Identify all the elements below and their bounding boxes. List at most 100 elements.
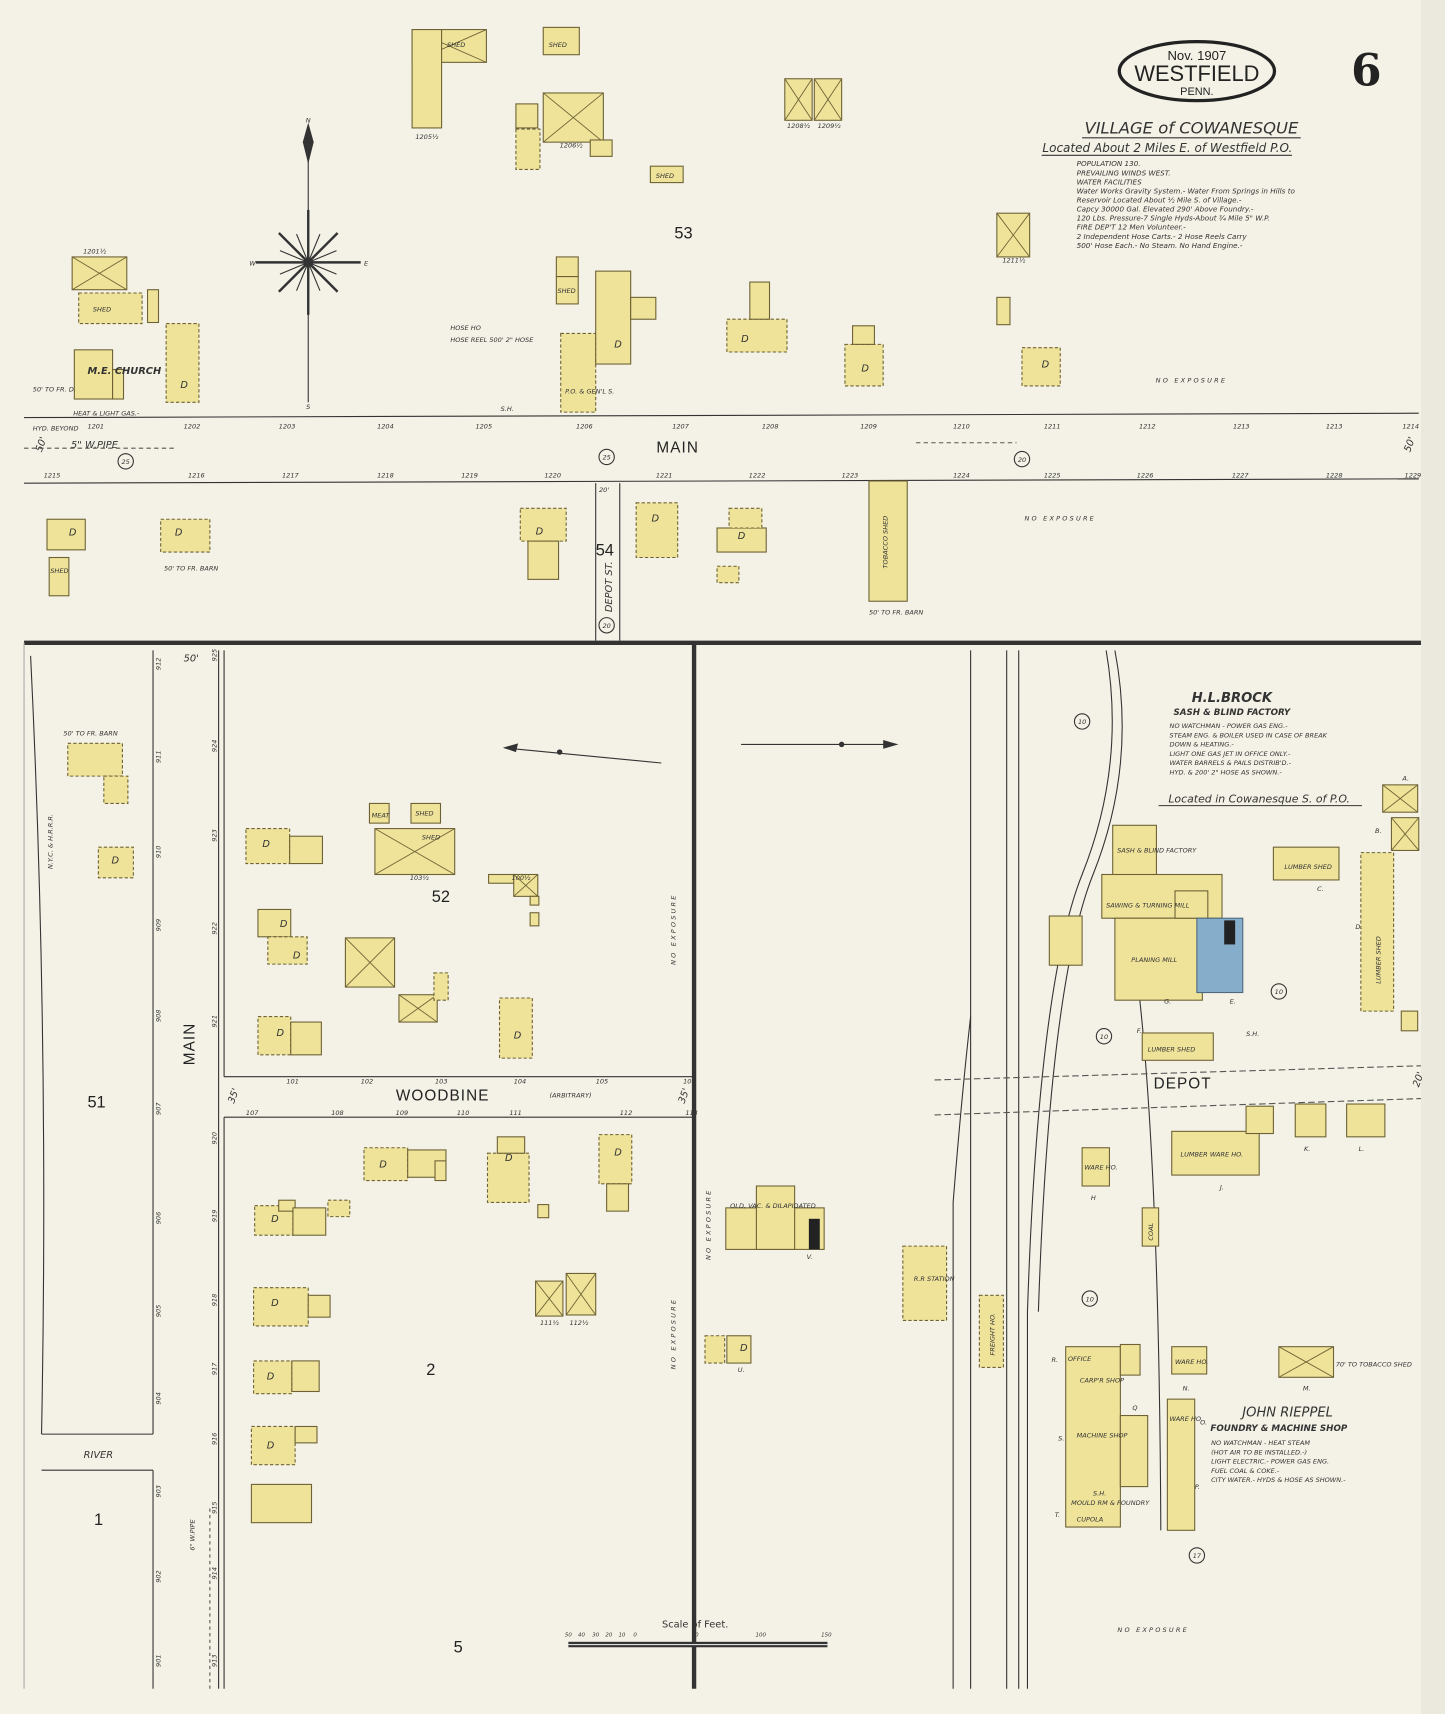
block-number: 52: [432, 888, 450, 906]
label-lumber-shed: LUMBER SHED: [1148, 1046, 1196, 1054]
block-number: 2: [426, 1361, 435, 1379]
building-footprint: [1141, 1207, 1160, 1247]
building: [527, 540, 560, 580]
building-footprint: [245, 828, 291, 865]
note-line: 120 Lbs. Pressure-7 Single Hyds-About ¾ …: [1077, 214, 1270, 223]
hydrant-circle-icon: [598, 448, 615, 466]
address-number: 1209: [860, 423, 877, 431]
building-letter: H: [1091, 1194, 1096, 1202]
scale-tick-label: 0: [633, 1632, 637, 1638]
label-hose-note: HOSE REEL 500' 2" HOSE: [450, 336, 534, 344]
address-number: 906: [155, 1212, 163, 1225]
main-street-south: MAIN 50' 6" W.PIPE: [152, 650, 220, 1689]
dwelling-mark: D: [741, 334, 749, 345]
hydrant-marker: 20: [598, 617, 615, 634]
building-tall-open: [374, 828, 456, 876]
building-letter: J.: [1218, 1183, 1224, 1191]
address-number: 1201: [87, 423, 104, 431]
street-note-arbitrary: (ARBITRARY): [549, 1091, 591, 1099]
building-footprint: [704, 1335, 726, 1364]
label-meat: MEAT: [372, 812, 391, 820]
label-ware-ho: WARE HO.: [1170, 1415, 1203, 1423]
rieppel-type: FOUNDRY & MACHINE SHOP: [1210, 1424, 1347, 1434]
label-sash-factory: SASH & BLIND FACTORY: [1117, 847, 1197, 855]
building-footprint: [515, 128, 541, 171]
building-tall-open: [1278, 1346, 1335, 1378]
building: [1272, 846, 1340, 881]
building-letter: S.: [1058, 1435, 1064, 1443]
block-numbers: 53 54 52 51 2 1 5: [87, 224, 692, 1656]
building-cross: [813, 78, 843, 121]
building-footprint: [73, 349, 114, 400]
building: [48, 556, 70, 597]
brock-location: Located in Cowanesque S. of P.O.: [1168, 792, 1350, 805]
scale-tick-label: 50: [565, 1632, 572, 1638]
building: [902, 1245, 948, 1321]
arrow-dot: [556, 749, 563, 755]
village-title: VILLAGE of COWANESQUE: [1085, 118, 1299, 137]
address-number: 915: [210, 1501, 218, 1514]
building-letter: M.: [1303, 1384, 1311, 1392]
building-footprint: [515, 103, 539, 129]
building-cross: [1382, 784, 1418, 813]
scale-tick-label: 50: [692, 1632, 699, 1638]
building-cross: [398, 994, 438, 1023]
hydrant-number: 25: [122, 458, 130, 466]
building-footprint: [1346, 1103, 1386, 1138]
label-carp-shop: CARP'R SHOP: [1080, 1377, 1124, 1385]
building-footprint: [1048, 915, 1083, 966]
building-footprint: [1065, 1346, 1121, 1528]
hydrant-number: 10: [1275, 988, 1283, 996]
building-footprint: [292, 1207, 327, 1236]
building-footprint: [728, 507, 763, 529]
dwelling-mark: D: [514, 1030, 522, 1041]
dwelling-mark: D: [280, 919, 288, 930]
building: [716, 565, 740, 584]
address-number: 1202: [184, 423, 201, 431]
note-line: 2 Independent Hose Carts.- 2 Hose Reels …: [1077, 232, 1248, 241]
dwelling-mark: D: [271, 1298, 279, 1309]
label-shed: SHED: [50, 567, 68, 575]
building: [844, 343, 884, 387]
building: [978, 1294, 1004, 1368]
building-footprint: [527, 540, 560, 580]
block-number: 54: [596, 541, 614, 559]
building: [78, 292, 143, 325]
building: [1021, 347, 1061, 387]
scale-tick-label: 150: [821, 1632, 832, 1638]
building: [606, 1183, 630, 1212]
address-number: 1229: [1405, 472, 1422, 480]
label-office: OFFICE: [1068, 1355, 1092, 1363]
note-line: 500' Hose Each.- No Steam. No Hand Engin…: [1077, 241, 1243, 250]
siding-track: [952, 1016, 972, 1689]
building-tall-open: [71, 256, 128, 291]
block-number: 1: [94, 1511, 103, 1529]
building: [529, 912, 540, 927]
building-footprint: [410, 802, 442, 824]
building: [1400, 1010, 1419, 1032]
building-footprint: [852, 325, 875, 345]
building: [291, 1360, 320, 1393]
label-machine-shop: MACHINE SHOP: [1077, 1431, 1128, 1439]
address-number: 1219: [461, 472, 478, 480]
dwelling-mark: D: [111, 856, 119, 867]
building: [165, 323, 200, 403]
note-line: NO WATCHMAN - POWER GAS ENG.-: [1170, 722, 1289, 730]
title-oval: [1117, 39, 1277, 103]
address-number: 917: [210, 1362, 218, 1375]
label-to-fr-d: 50' TO FR. D.: [33, 385, 76, 393]
building: [630, 296, 657, 320]
building-footprint: [278, 1199, 296, 1212]
address-number: 102: [361, 1077, 373, 1085]
compass-w: W: [249, 260, 256, 268]
note-line: FUEL COAL & COKE.-: [1211, 1467, 1280, 1475]
building: [1360, 852, 1395, 1012]
hydrant-circle-icon: [117, 453, 134, 470]
dwelling-mark: D: [379, 1159, 387, 1170]
building: [1171, 1130, 1260, 1176]
brock-name: H.L.BROCK: [1192, 691, 1273, 706]
building-tall-open: [398, 994, 438, 1023]
address-number: 1221: [656, 472, 673, 480]
address-number: 1211: [1044, 423, 1061, 431]
